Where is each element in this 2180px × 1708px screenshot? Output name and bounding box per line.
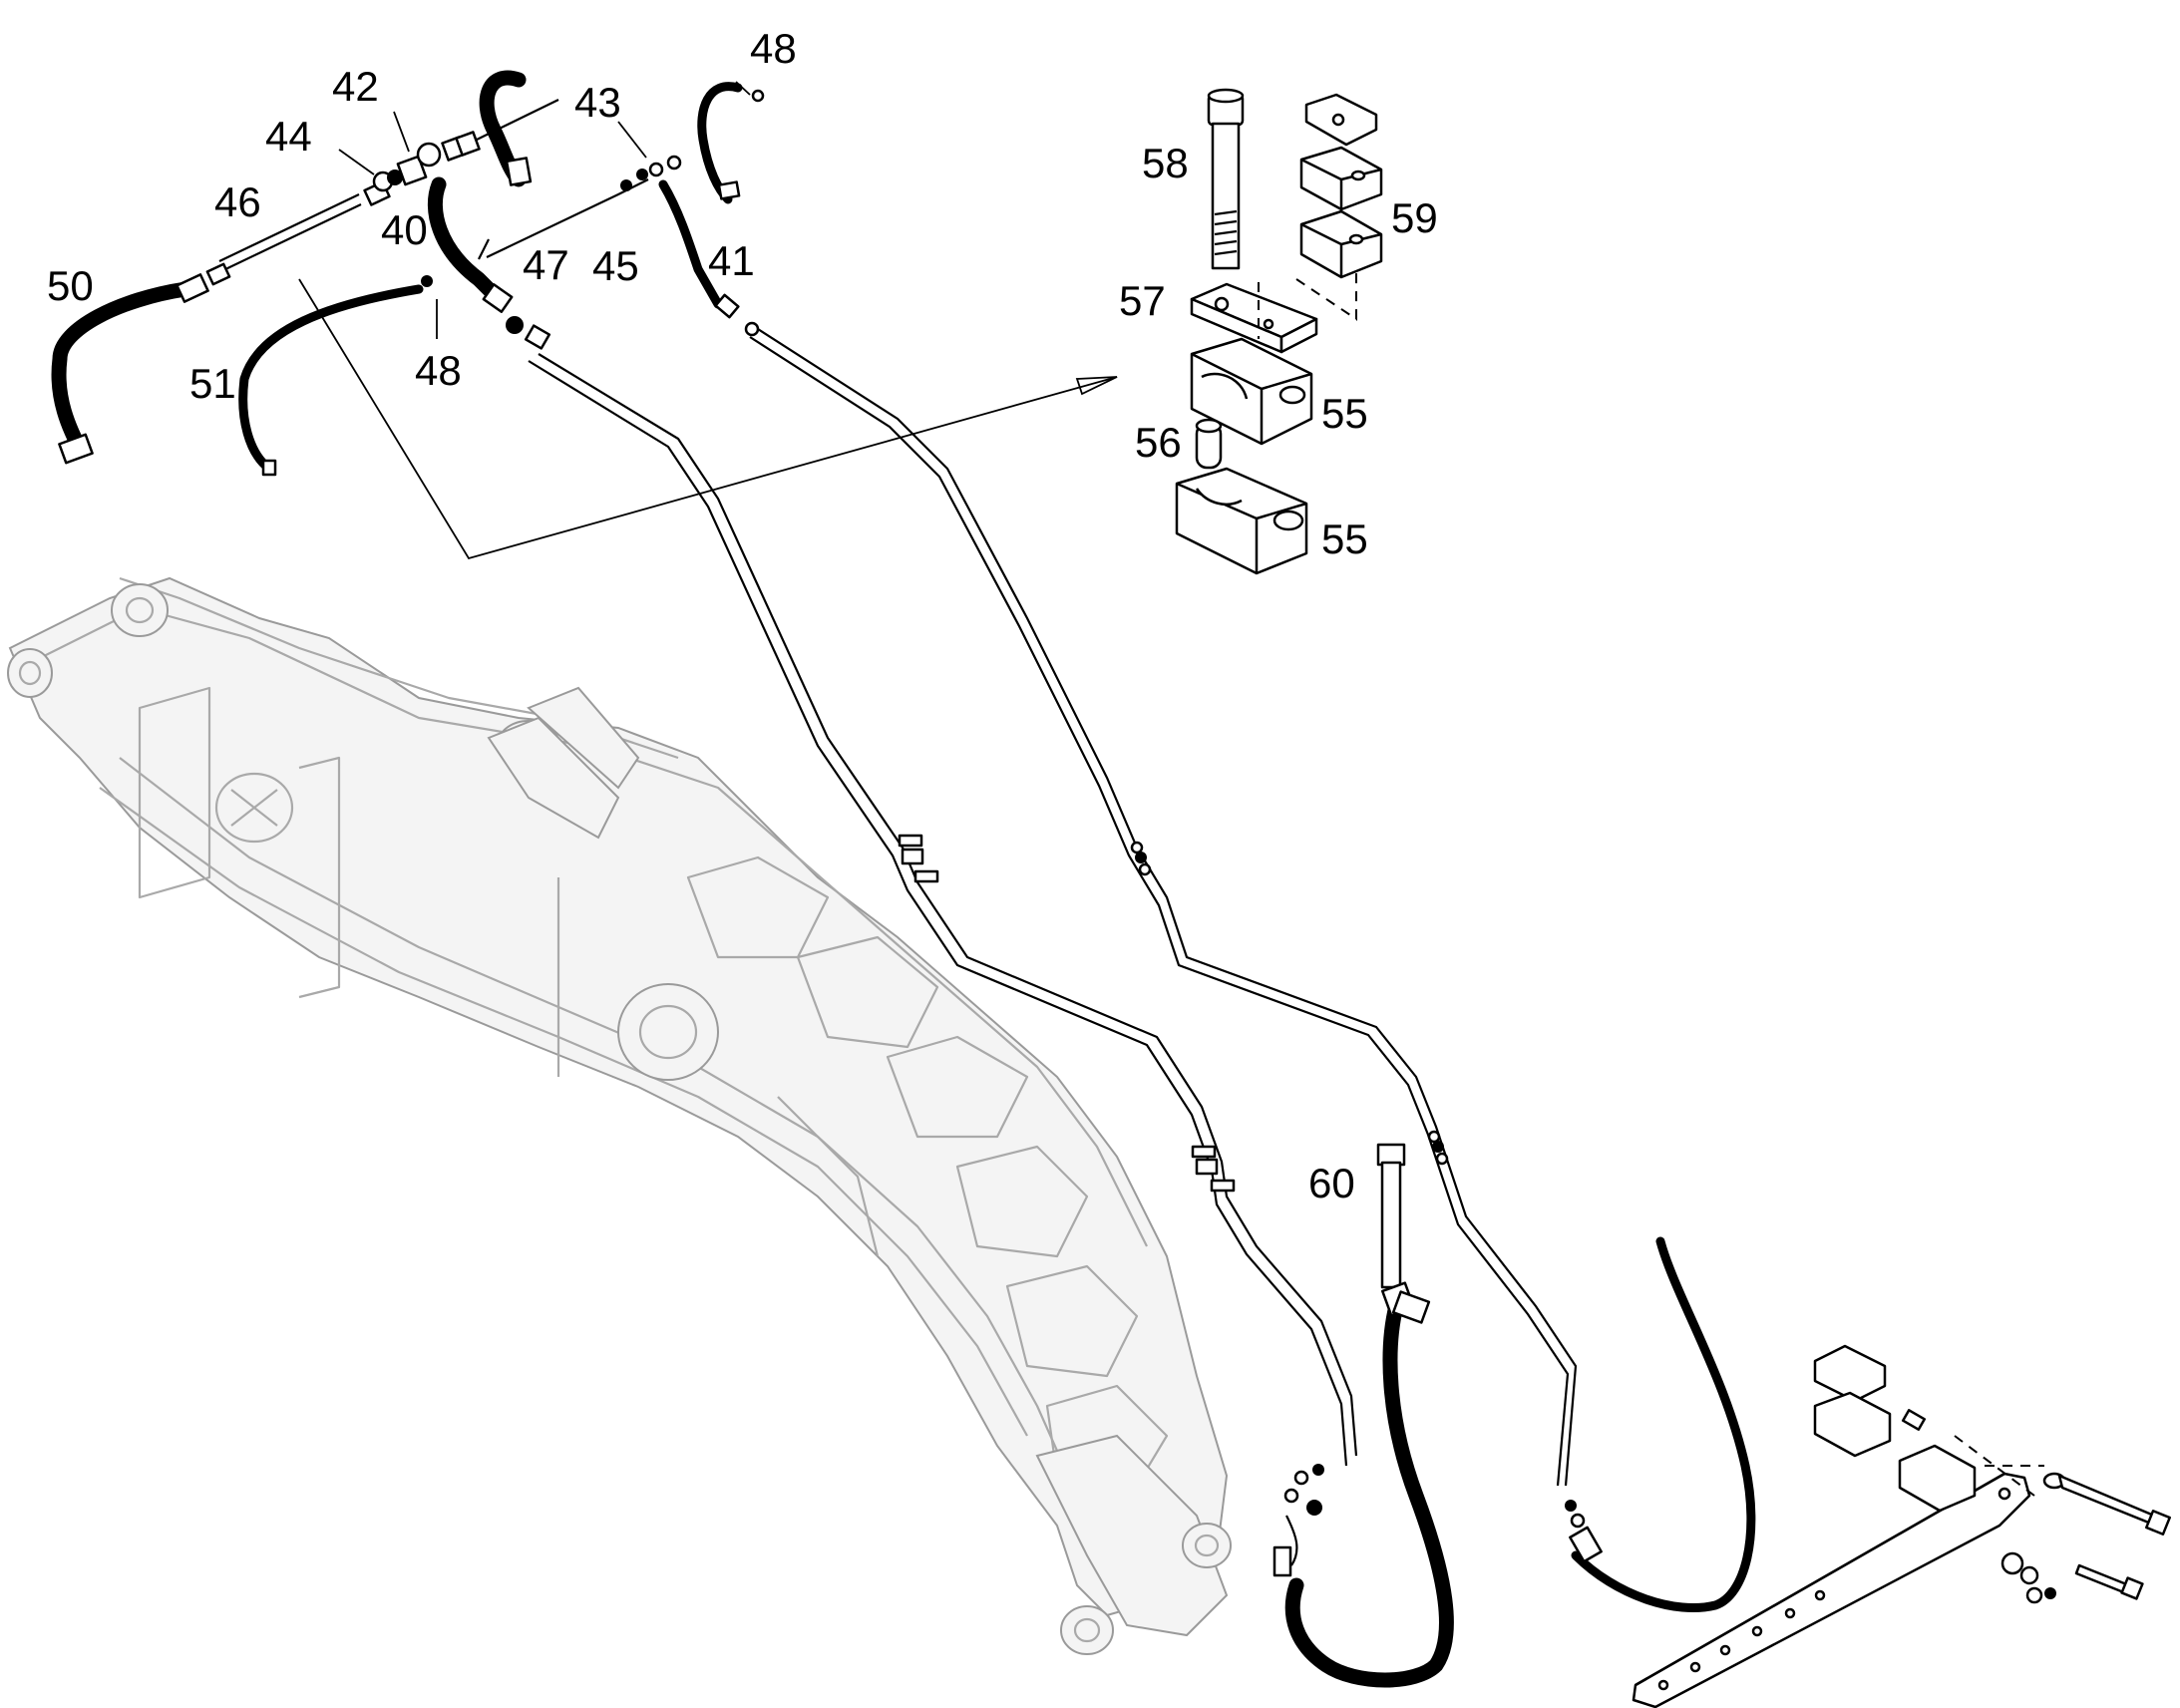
callout-55-upper: 55 xyxy=(1321,390,1368,437)
callout-48-top: 48 xyxy=(750,25,797,72)
pipe-47 xyxy=(486,178,649,258)
steel-pipe-left xyxy=(528,353,1358,1467)
callout-58: 58 xyxy=(1142,140,1189,186)
callout-57: 57 xyxy=(1119,277,1166,324)
callout-43: 43 xyxy=(574,79,621,126)
callout-60: 60 xyxy=(1308,1160,1355,1206)
callout-46: 46 xyxy=(214,178,261,225)
callout-55-lower: 55 xyxy=(1321,515,1368,562)
callout-47: 47 xyxy=(523,241,569,288)
hoses xyxy=(51,70,1756,1688)
callout-45: 45 xyxy=(592,242,639,289)
fittings-cluster xyxy=(58,89,765,477)
callout-labels: 40 41 42 43 44 45 46 47 48 48 50 51 55 5… xyxy=(47,25,1438,1206)
callout-59: 59 xyxy=(1391,194,1438,241)
callout-51: 51 xyxy=(189,360,236,407)
callout-44: 44 xyxy=(265,113,312,160)
callout-48-left: 48 xyxy=(415,347,462,394)
callout-42: 42 xyxy=(332,63,379,110)
steel-pipe-right xyxy=(749,328,1578,1487)
callout-50: 50 xyxy=(47,262,94,309)
excavator-boom xyxy=(7,576,1232,1655)
bracket-assembly xyxy=(1272,1143,2171,1708)
callout-40: 40 xyxy=(381,206,428,253)
callout-41: 41 xyxy=(708,237,755,284)
leader-lines xyxy=(298,81,1118,560)
pipe-46 xyxy=(218,193,360,262)
clamp-assembly xyxy=(1175,88,1383,575)
callout-56: 56 xyxy=(1135,419,1182,466)
